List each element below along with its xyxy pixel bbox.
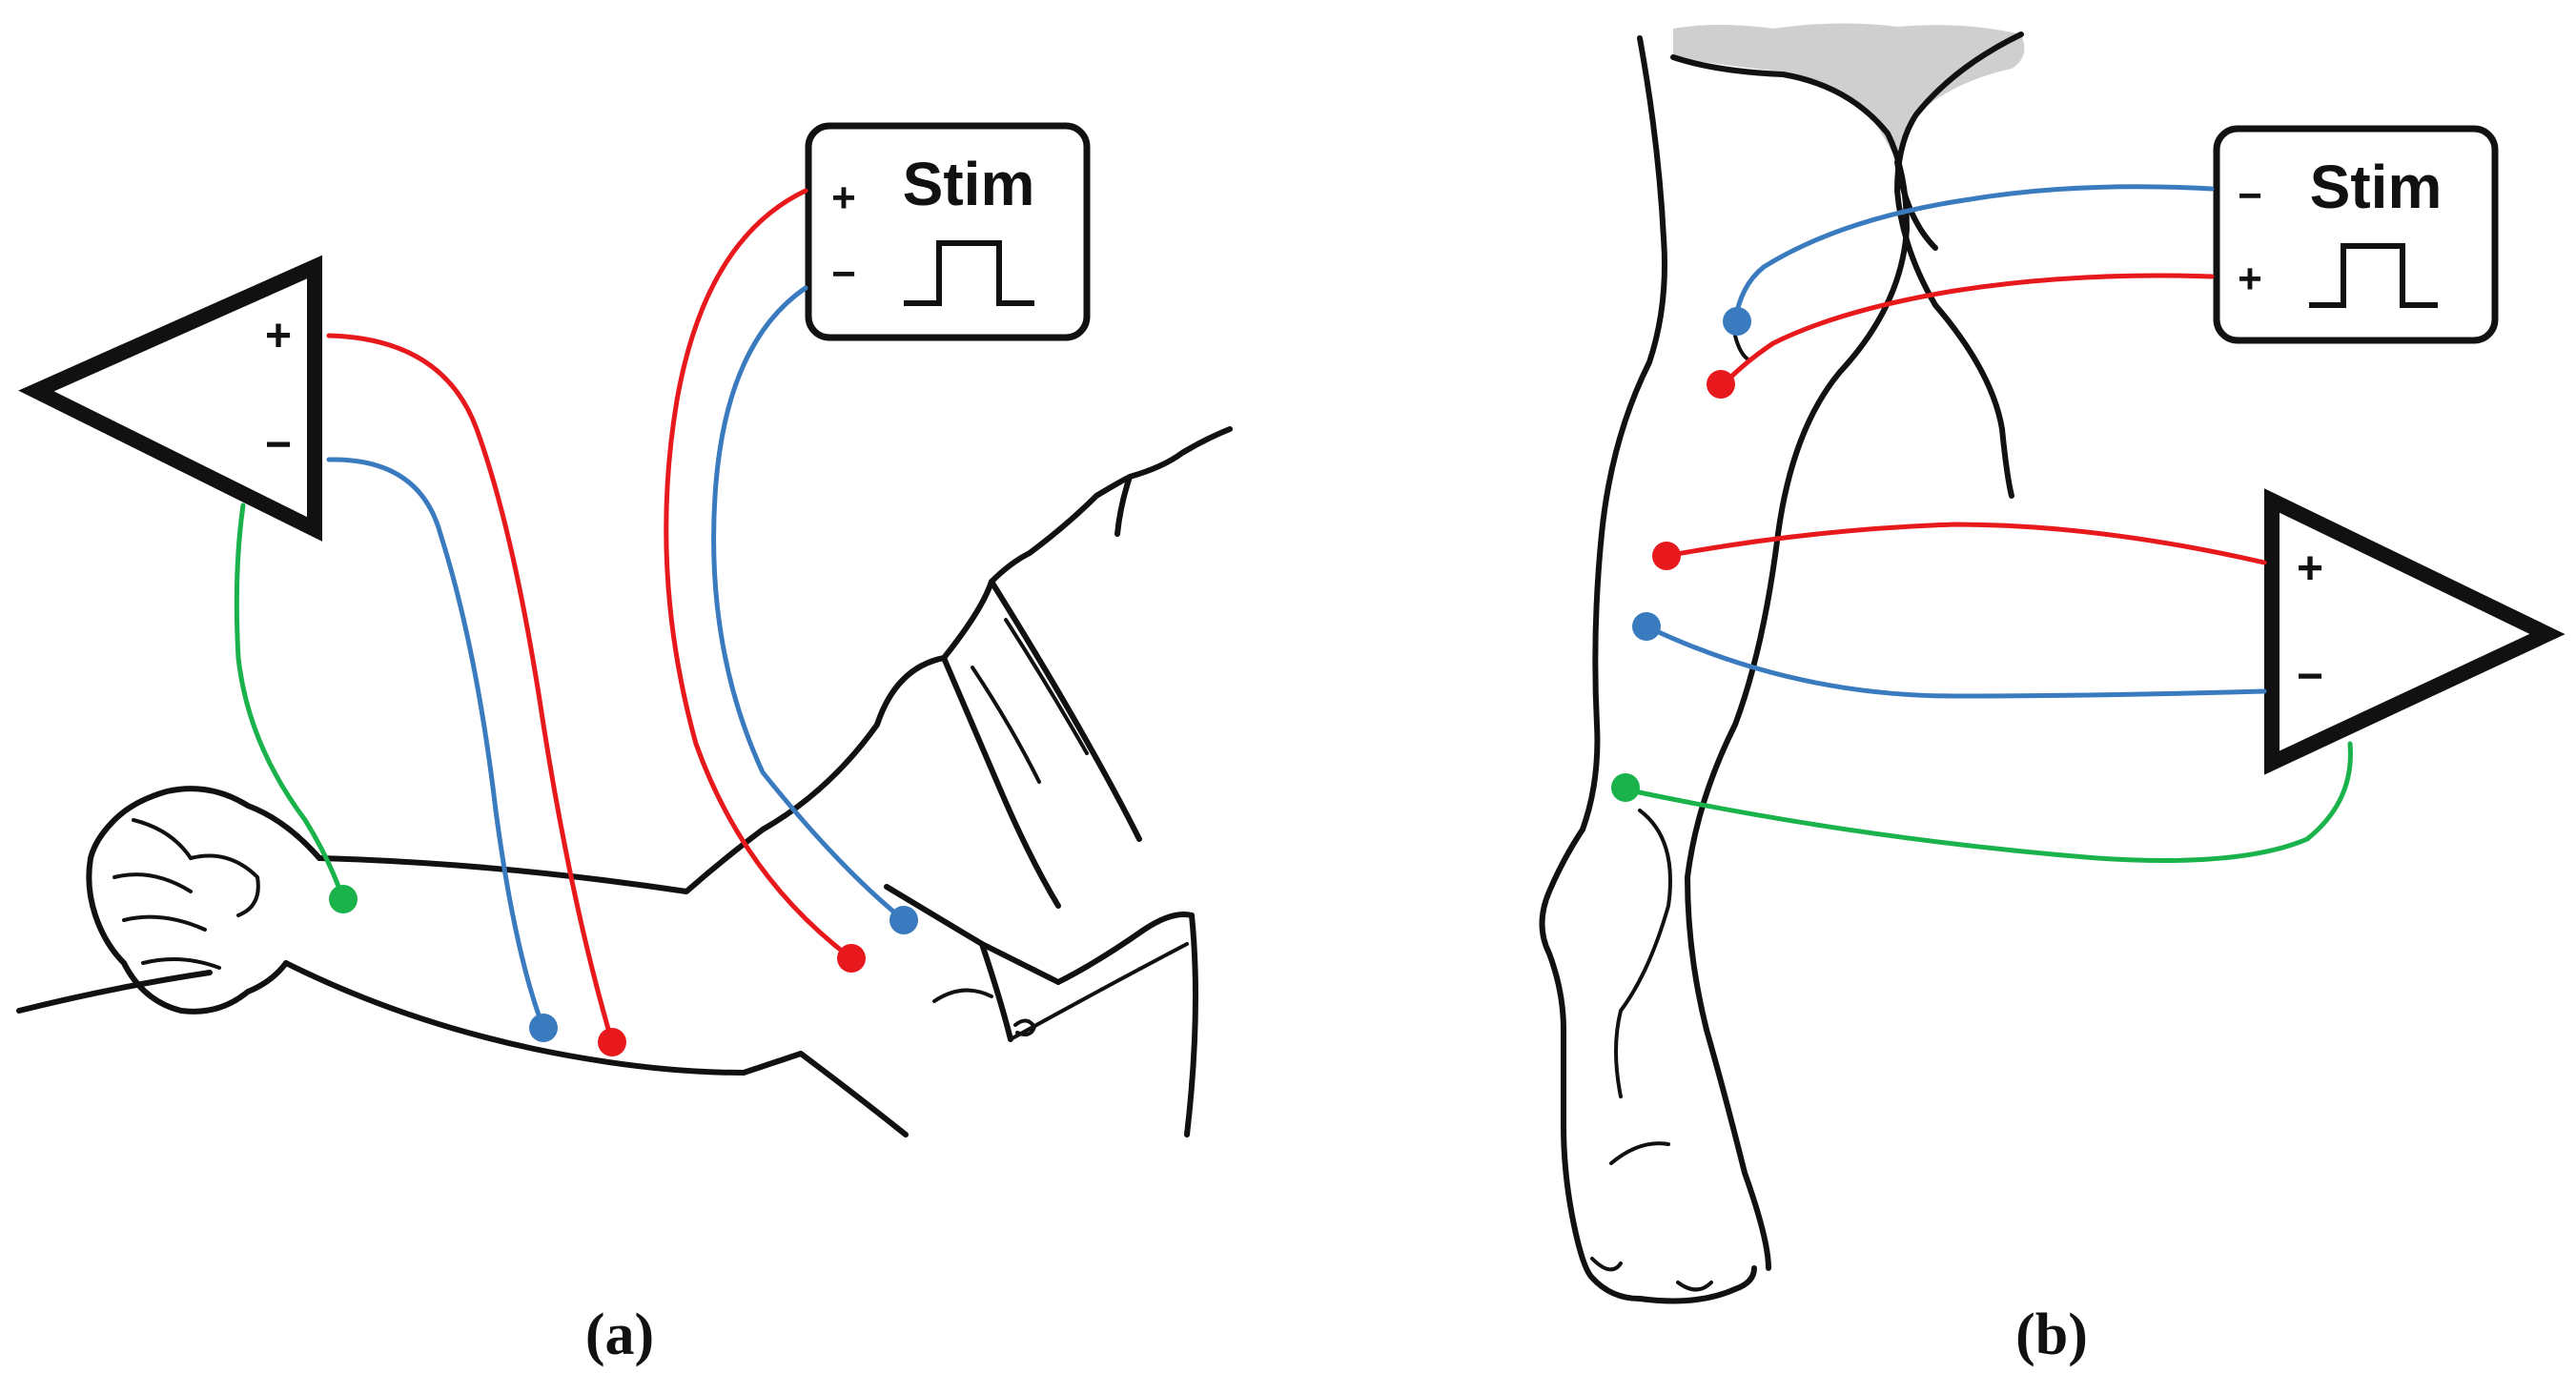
sleeve-fold-1 bbox=[941, 655, 1061, 909]
table-edge bbox=[16, 970, 213, 1014]
panel-caption-a: (a) bbox=[585, 1302, 654, 1367]
arm-left-edge bbox=[1539, 35, 1757, 1304]
panel-caption-b: (b) bbox=[2015, 1302, 2088, 1367]
amplifier-terminal-positive: + bbox=[2297, 543, 2323, 594]
electrode-stim-cathode bbox=[889, 906, 918, 934]
panel-a: Stim + − + − (a) bbox=[16, 122, 1233, 1367]
electrodes-b bbox=[1611, 307, 1751, 802]
elbow-crease bbox=[932, 988, 993, 1003]
amplifier-a: + − bbox=[18, 255, 322, 542]
electrode-recording-active bbox=[1652, 542, 1681, 570]
sleeve-fold-2 bbox=[989, 579, 1142, 842]
amplifier-triangle bbox=[18, 255, 322, 542]
elbow-line bbox=[1733, 334, 1751, 362]
panel-b: Stim − + + − (b) bbox=[1539, 23, 2566, 1367]
torso-line bbox=[1894, 31, 2024, 499]
amplifier-triangle bbox=[2264, 488, 2566, 775]
electrodes-a bbox=[329, 885, 918, 1056]
sleeve-lower-line bbox=[1009, 942, 1189, 1041]
hand-fingers bbox=[1590, 1257, 1713, 1292]
elbow-edge bbox=[798, 1051, 909, 1138]
body-side bbox=[1184, 912, 1198, 1138]
stimulator-terminal-negative: − bbox=[831, 251, 856, 297]
stimulator-b: Stim − + bbox=[2213, 125, 2499, 344]
sleeve-fold-4 bbox=[1004, 618, 1089, 755]
wire-amp-ground bbox=[234, 502, 346, 902]
stimulator-label: Stim bbox=[903, 150, 1035, 218]
stimulator-box bbox=[805, 122, 1091, 341]
amplifier-terminal-negative: − bbox=[265, 420, 292, 470]
electrode-ground bbox=[329, 885, 358, 913]
wires-b bbox=[1623, 184, 2353, 863]
forearm-top-edge bbox=[317, 722, 880, 894]
stimulator-box bbox=[2213, 125, 2499, 344]
wire-stim-positive bbox=[664, 188, 854, 961]
stimulator-terminal-positive: + bbox=[831, 174, 856, 221]
sleeve-fold-3 bbox=[971, 666, 1041, 784]
electrode-recording-reference bbox=[1632, 612, 1661, 641]
finger-1 bbox=[132, 818, 193, 860]
forearm-muscle bbox=[1614, 809, 1672, 1098]
amplifier-b: + − bbox=[2264, 488, 2566, 775]
amplifier-terminal-negative: − bbox=[2297, 651, 2323, 702]
wire-amp-positive bbox=[1664, 522, 2267, 565]
sleeve-cuff bbox=[979, 941, 1013, 1042]
sleeve-cuff-2 bbox=[1055, 912, 1195, 985]
sleeve-bottom bbox=[884, 884, 1061, 985]
electrode-stim-anode bbox=[837, 944, 866, 973]
arm-illustration-a bbox=[16, 426, 1233, 1138]
stimulator-label: Stim bbox=[2310, 153, 2443, 221]
stimulator-a: Stim + − bbox=[805, 122, 1091, 341]
pulse-icon bbox=[2309, 243, 2438, 308]
wire-stim-negative bbox=[1732, 184, 2215, 325]
wire-amp-negative bbox=[1644, 624, 2267, 699]
electrode-recording-reference bbox=[529, 1014, 558, 1042]
armpit-shading bbox=[1673, 23, 2025, 163]
finger-2 bbox=[112, 872, 193, 893]
wire-amp-ground bbox=[1623, 741, 2353, 863]
upper-arm-right bbox=[1027, 426, 1233, 556]
wire-amp-negative bbox=[326, 457, 546, 1031]
wires-a bbox=[234, 188, 907, 1045]
electrode-ground bbox=[1611, 773, 1640, 802]
wire-stim-positive bbox=[1721, 273, 2215, 387]
thumb bbox=[189, 853, 260, 917]
arm-inner-edge bbox=[1670, 54, 1910, 1271]
electrode-stim-anode bbox=[1707, 370, 1735, 399]
finger-4 bbox=[141, 957, 221, 970]
pulse-icon bbox=[904, 240, 1034, 306]
electrode-recording-active bbox=[598, 1028, 626, 1056]
wire-amp-positive bbox=[326, 333, 615, 1045]
finger-3 bbox=[122, 914, 207, 932]
wrist-crease bbox=[1609, 1141, 1670, 1165]
fist-outline bbox=[86, 786, 322, 1015]
forearm-bottom-edge bbox=[283, 960, 804, 1076]
shoulder-line bbox=[1114, 474, 1133, 537]
stimulator-terminal-negative: − bbox=[2238, 173, 2262, 219]
arm-illustration-b bbox=[1539, 23, 2025, 1304]
amplifier-terminal-positive: + bbox=[265, 311, 292, 361]
electrode-stim-cathode bbox=[1723, 307, 1751, 336]
upper-arm-top bbox=[874, 550, 1032, 728]
wire-stim-negative bbox=[711, 285, 907, 923]
stimulator-terminal-positive: + bbox=[2238, 256, 2262, 302]
